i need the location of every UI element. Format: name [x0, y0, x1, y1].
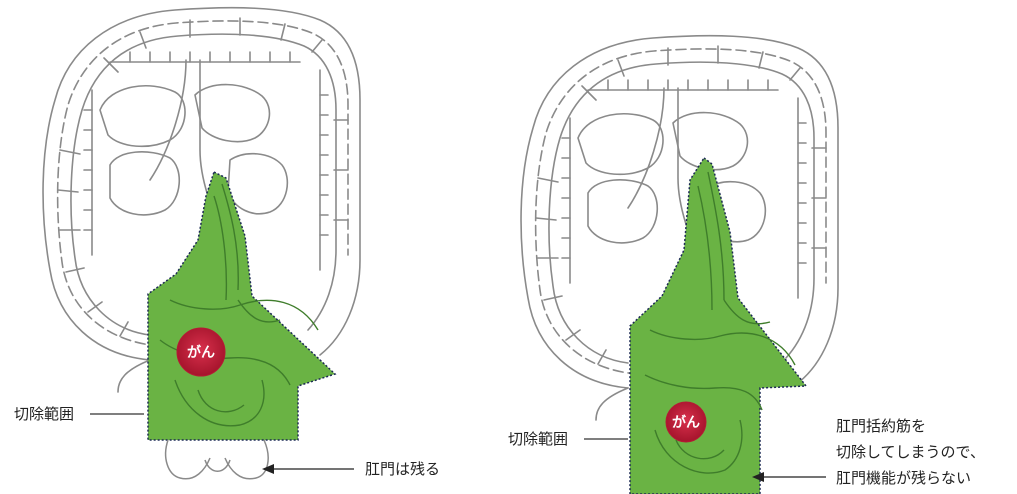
right-note-line-3: 肛門機能が残らない	[836, 469, 971, 487]
right-resection-region	[630, 158, 806, 494]
left-diagram: がん 切除範囲 肛門は残る	[14, 8, 440, 479]
left-anus	[166, 440, 269, 479]
left-anus-note: 肛門は残る	[365, 460, 440, 478]
right-note-line-1: 肛門括約筋を	[836, 417, 926, 435]
right-diagram: がん 切除範囲 肛門括約筋を 切除してしまうので、 肛門機能が残らない	[508, 36, 985, 494]
right-resection-label: 切除範囲	[508, 430, 568, 448]
right-note-line-2: 切除してしまうので、	[836, 443, 985, 461]
left-resection-label: 切除範囲	[14, 405, 74, 423]
left-cancer-label: がん	[187, 344, 215, 361]
right-cancer-label: がん	[672, 414, 700, 431]
